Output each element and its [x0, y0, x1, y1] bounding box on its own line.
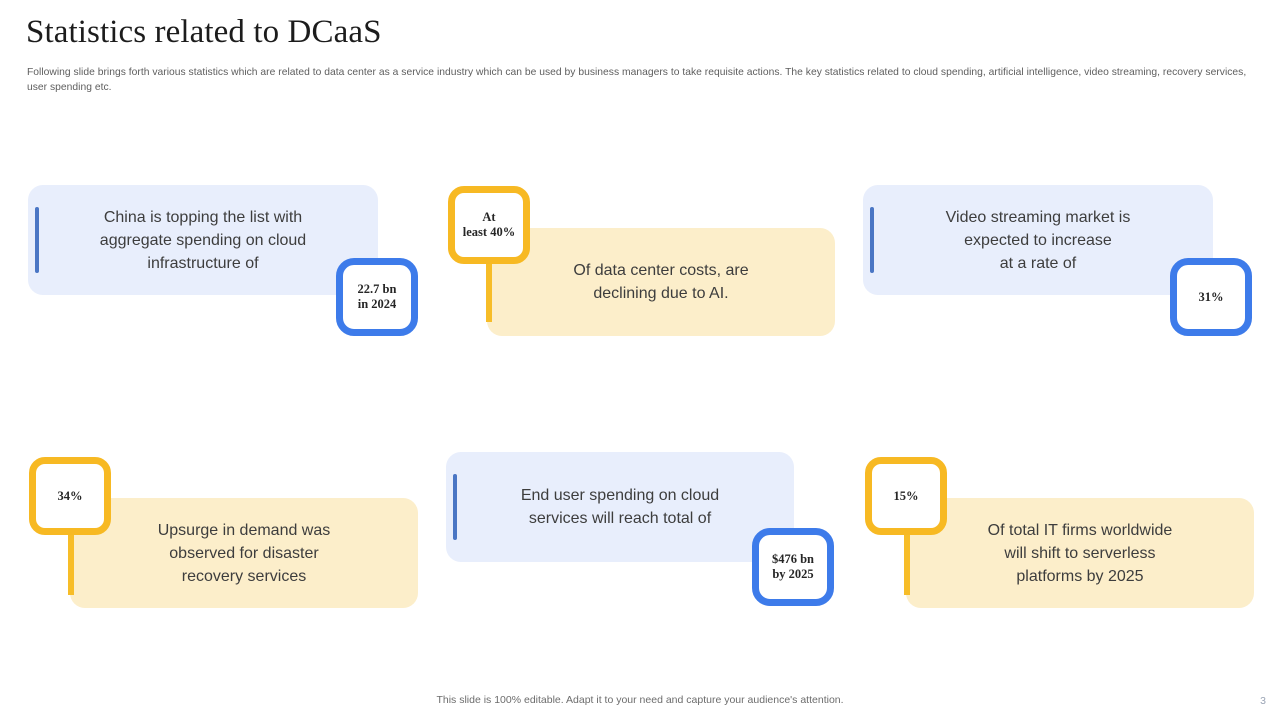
card-accent-bar: [870, 207, 874, 273]
stat-card-video-streaming-market[interactable]: Video streaming market is expected to in…: [863, 185, 1213, 295]
pin-stem-icon: [68, 523, 74, 595]
pin-stem-icon: [904, 523, 910, 595]
stat-card-data-center-costs-ai[interactable]: Of data center costs, are declining due …: [487, 228, 835, 336]
pin-stem-icon: [486, 252, 492, 322]
page-title: Statistics related to DCaaS: [26, 14, 382, 50]
stat-card-text: China is topping the list with aggregate…: [99, 208, 307, 272]
stat-card-text: Of total IT firms worldwide will shift t…: [987, 521, 1173, 585]
card-accent-bar: [35, 207, 39, 273]
stat-badge-serverless-platforms-it-firms[interactable]: 15%: [865, 457, 947, 535]
stat-card-serverless-platforms-it-firms[interactable]: Of total IT firms worldwide will shift t…: [906, 498, 1254, 608]
stat-card-text: End user spending on cloud services will…: [520, 487, 720, 527]
footer-note: This slide is 100% editable. Adapt it to…: [436, 694, 844, 706]
stat-card-end-user-cloud-spending[interactable]: End user spending on cloud services will…: [446, 452, 794, 562]
stat-card-cloud-infrastructure-china[interactable]: China is topping the list with aggregate…: [28, 185, 378, 295]
stat-card-disaster-recovery-demand[interactable]: Upsurge in demand was observed for disas…: [70, 498, 418, 608]
stat-badge-video-streaming-market[interactable]: 31%: [1170, 258, 1252, 336]
page-number: 3: [1260, 695, 1266, 707]
stat-badge-data-center-costs-ai[interactable]: At least 40%: [448, 186, 530, 264]
stat-card-text: Upsurge in demand was observed for disas…: [157, 521, 331, 585]
stat-card-text: Of data center costs, are declining due …: [573, 262, 749, 302]
stat-badge-disaster-recovery-demand[interactable]: 34%: [29, 457, 111, 535]
stat-badge-cloud-infrastructure-china[interactable]: 22.7 bn in 2024: [336, 258, 418, 336]
stat-card-text: Video streaming market is expected to in…: [945, 208, 1131, 272]
card-accent-bar: [453, 474, 457, 540]
stat-badge-end-user-cloud-spending[interactable]: $476 bn by 2025: [752, 528, 834, 606]
page-subtitle: Following slide brings forth various sta…: [27, 67, 1247, 93]
